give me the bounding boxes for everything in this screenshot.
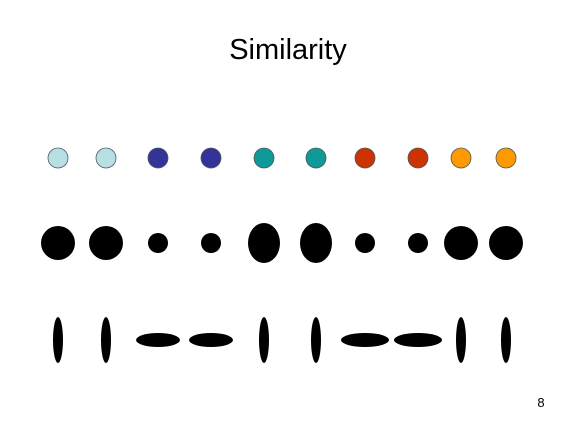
- horizontal-ellipse-shape: [394, 333, 442, 347]
- size-row: [41, 223, 523, 263]
- color-dot-orange: [450, 147, 472, 169]
- page-number: 8: [537, 395, 545, 410]
- horizontal-ellipse-shape: [341, 333, 389, 347]
- small-circle-shape: [355, 233, 375, 253]
- small-circle-shape: [148, 233, 168, 253]
- color-dot-light-blue: [95, 147, 117, 169]
- horizontal-ellipse-shape: [136, 333, 180, 347]
- color-dot-red-orange: [407, 147, 429, 169]
- vertical-ellipse-shape: [311, 317, 321, 363]
- color-row: [47, 147, 517, 169]
- vertical-ellipse-shape: [53, 317, 63, 363]
- color-dot-navy: [147, 147, 169, 169]
- large-circle-shape: [444, 226, 478, 260]
- color-dot-teal: [305, 147, 327, 169]
- orientation-row: [53, 317, 511, 363]
- vertical-ellipse-shape: [259, 317, 269, 363]
- horizontal-ellipse-shape: [189, 333, 233, 347]
- small-circle-shape: [201, 233, 221, 253]
- color-dot-navy: [200, 147, 222, 169]
- color-dot-teal: [253, 147, 275, 169]
- vertical-ellipse-shape: [501, 317, 511, 363]
- vertical-ellipse-shape: [456, 317, 466, 363]
- large-circle-shape: [89, 226, 123, 260]
- large-circle-shape: [41, 226, 75, 260]
- color-dot-red-orange: [354, 147, 376, 169]
- color-dot-light-blue: [47, 147, 69, 169]
- small-circle-shape: [408, 233, 428, 253]
- tall-oval-shape: [300, 223, 332, 263]
- large-circle-shape: [489, 226, 523, 260]
- color-dot-orange: [495, 147, 517, 169]
- tall-oval-shape: [248, 223, 280, 263]
- vertical-ellipse-shape: [101, 317, 111, 363]
- slide-title: Similarity: [229, 34, 347, 66]
